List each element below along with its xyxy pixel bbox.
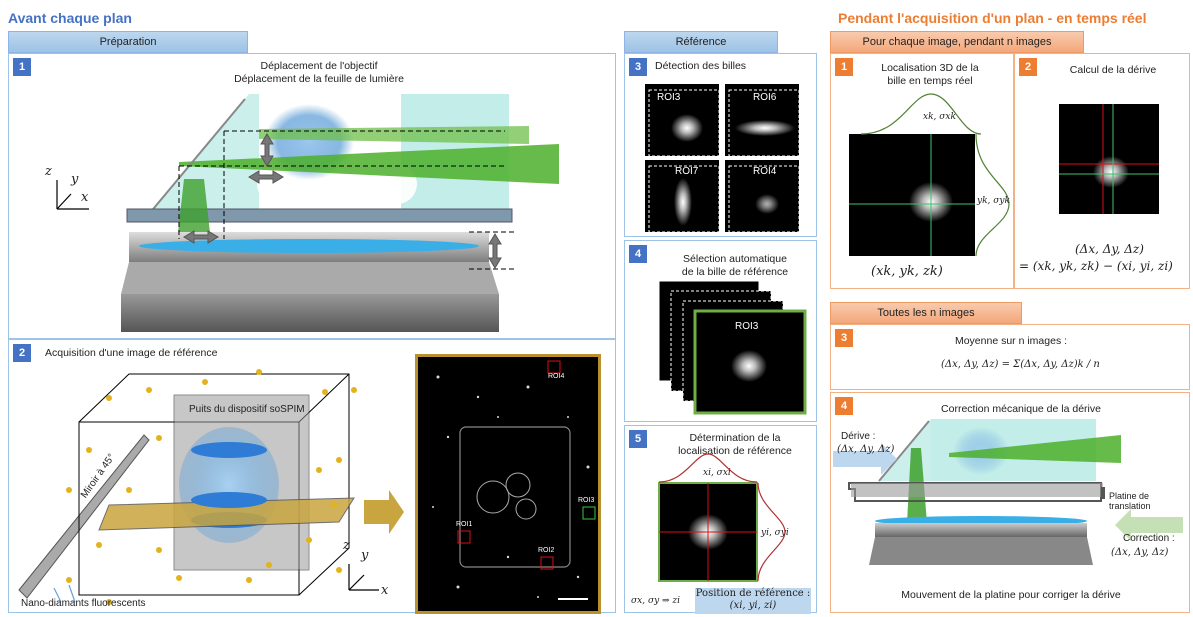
stage-correction-illustration — [833, 419, 1183, 565]
roi-label-roi2: ROI2 — [538, 547, 555, 554]
panel-realtime-localization: 1 Localisation 3D de la bille en temps r… — [830, 53, 1014, 289]
step-number: 5 — [629, 430, 647, 448]
panel-drift-calculation: 2 Calcul de la dérive (Δx, Δy, Δz) = (xk… — [1014, 53, 1190, 289]
average-title: Moyenne sur n images : — [954, 335, 1068, 347]
axis-z-label: z — [45, 164, 52, 179]
roi-label: ROI7 — [675, 166, 699, 177]
xk-label: xk, σxk — [923, 112, 956, 122]
realtime-line1: Localisation 3D de la — [881, 62, 979, 74]
roi-label: ROI6 — [753, 92, 777, 103]
roi-label-roi1: ROI1 — [456, 521, 473, 528]
realtime-gaussian-fit — [849, 93, 1010, 257]
roi-label-roi4: ROI4 — [548, 373, 565, 380]
step-number: 2 — [13, 344, 31, 362]
correction-label-line2: (Δx, Δy, Δz) — [1111, 547, 1169, 558]
axis-y-label: y — [361, 548, 369, 563]
tab-all-images: Toutes les n images — [830, 302, 1022, 324]
selected-roi-label: ROI3 — [735, 321, 759, 332]
step-number: 3 — [629, 58, 647, 76]
step-number: 1 — [13, 58, 31, 76]
drift-label-line2: (Δx, Δy, Δz) — [837, 444, 895, 455]
objective-illustration — [56, 94, 559, 332]
drift-gaussian-fit — [1059, 104, 1159, 214]
reference-gaussian-fit — [658, 453, 786, 582]
heading-during-acquisition: Pendant l'acquisition d'un plan - en tem… — [838, 10, 1147, 26]
stage-label: Platine de translation — [1109, 491, 1151, 511]
roi-label-roi3: ROI3 — [578, 497, 595, 504]
badge-line2: (xi, yi, zi) — [729, 600, 777, 611]
panel-reference-localization: 5 Détermination de la localisation de ré… — [624, 425, 817, 614]
drift-formula-line2: = (xk, yk, zk) − (xi, yi, zi) — [1019, 259, 1173, 273]
stacked-rois — [658, 280, 807, 415]
well-label: Puits du dispositif soSPIM — [189, 404, 305, 415]
yi-label: yi, σyi — [761, 528, 789, 538]
nano-diamond-label: Nano-diamants fluorescents — [21, 598, 146, 609]
tab-per-image: Pour chaque image, pendant n images — [830, 31, 1084, 53]
roi-grid — [645, 84, 800, 233]
drift-label-line1: Dérive : — [841, 431, 876, 442]
panel-mechanical-correction: 4 Correction mécanique de la dérive Déri… — [830, 392, 1190, 613]
panel-step2-reference-image: 2 Acquisition d'une image de référence — [8, 339, 616, 614]
panel-reference-bead-selection: 4 Sélection automatique de la bille de r… — [624, 240, 817, 422]
step-number: 1 — [835, 58, 853, 76]
badge-line1: Position de référence : — [695, 588, 811, 599]
average-formula: (Δx, Δy, Δz) = Σ(Δx, Δy, Δz)k / n — [941, 359, 1100, 370]
axis-x-label: x — [81, 190, 89, 205]
step-number: 3 — [835, 329, 853, 347]
step1-line1: Déplacement de l'objectif — [260, 60, 378, 72]
axis-x-label: x — [381, 583, 389, 598]
panel-average: 3 Moyenne sur n images : (Δx, Δy, Δz) = … — [830, 324, 1190, 390]
xi-label: xi, σxi — [703, 468, 731, 478]
axis-z-label: z — [343, 538, 350, 553]
correction-caption: Mouvement de la platine pour corriger la… — [901, 589, 1121, 601]
bead-detection-title: Détection des billes — [655, 60, 747, 72]
axis-y-label: y — [71, 172, 79, 187]
roi-label: ROI3 — [657, 92, 681, 103]
tab-reference: Référence — [624, 31, 778, 53]
drift-calc-title: Calcul de la dérive — [1069, 64, 1157, 76]
yk-label: yk, σyk — [977, 196, 1010, 206]
step2-title: Acquisition d'une image de référence — [45, 347, 218, 359]
reference-position-badge: Position de référence : (xi, yi, zi) — [695, 588, 811, 614]
realtime-line2: bille en temps réel — [887, 75, 973, 87]
localization-line1: Détermination de la — [689, 432, 781, 444]
tab-preparation: Préparation — [8, 31, 248, 53]
step1-line2: Déplacement de la feuille de lumière — [234, 73, 404, 85]
heading-before-plane: Avant chaque plan — [8, 10, 132, 26]
reference-microscopy-image: ROI4 ROI3 ROI1 ROI2 — [415, 354, 601, 614]
step-number: 4 — [835, 397, 853, 415]
sospim-well-illustration — [18, 369, 404, 605]
selection-line2: de la bille de référence — [681, 266, 789, 278]
sigma-formula: σx, σy ⇒ zi — [631, 596, 681, 606]
panel-step1-preparation: 1 Déplacement de l'objectif Déplacement … — [8, 53, 616, 339]
step-number: 2 — [1019, 58, 1037, 76]
correction-label-line1: Correction : — [1123, 533, 1175, 544]
xk-formula: (xk, yk, zk) — [871, 264, 943, 279]
roi-label: ROI4 — [753, 166, 777, 177]
correction-title: Correction mécanique de la dérive — [941, 403, 1101, 415]
step-number: 4 — [629, 245, 647, 263]
panel-bead-detection: 3 Détection des billes ROI3 ROI6 ROI7 RO… — [624, 53, 817, 237]
drift-formula-line1: (Δx, Δy, Δz) — [1075, 242, 1144, 256]
selection-line1: Sélection automatique — [683, 253, 787, 265]
